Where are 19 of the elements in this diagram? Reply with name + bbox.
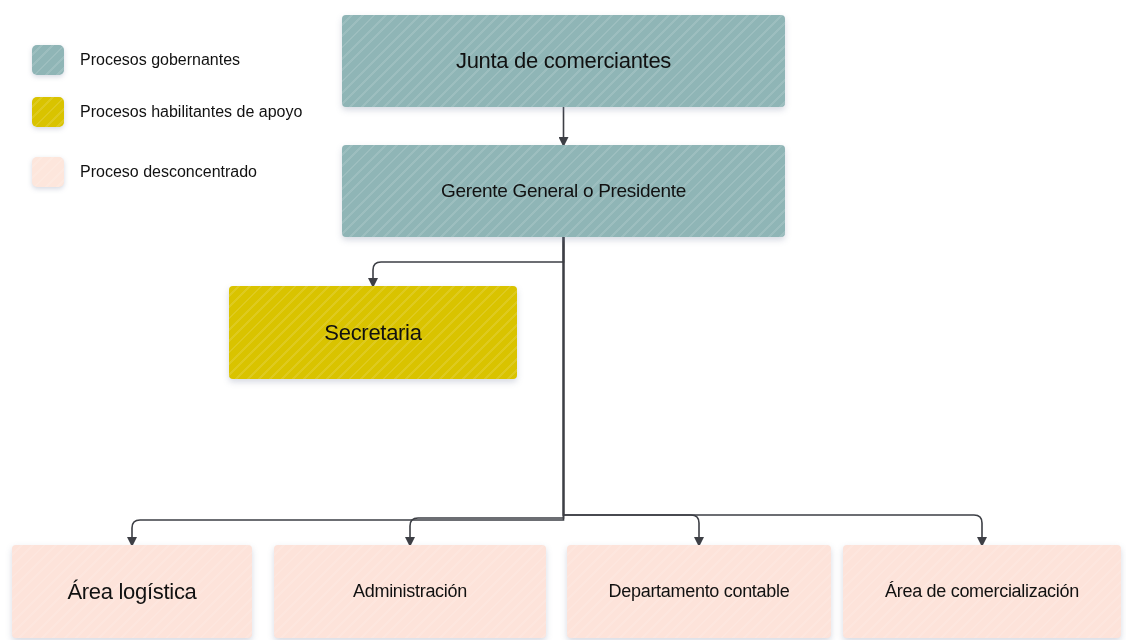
legend-label: Procesos habilitantes de apoyo [80, 103, 303, 121]
unit-name: Administración [353, 581, 467, 602]
unit-name: Junta de comerciantes [455, 48, 671, 74]
connector-arrow [558, 106, 569, 147]
org-unit-box [274, 545, 546, 638]
connector-arrow [562, 236, 987, 547]
org-unit-box [342, 15, 785, 107]
org-unit-box [567, 545, 831, 638]
org-unit-box [229, 286, 517, 379]
org-unit-box [342, 145, 785, 237]
org-unit-box [12, 545, 252, 638]
unit-name: Área de comercialización [885, 581, 1079, 602]
unit-name: Gerente General o Presidente [440, 180, 687, 202]
legend-label: Proceso desconcentrado [80, 163, 257, 181]
org-unit-box [843, 545, 1121, 638]
unit-name: Secretaria [324, 319, 422, 346]
unit-name: Área logística [67, 578, 197, 605]
unit-name: Departamento contable [608, 581, 790, 602]
legend-label: Procesos gobernantes [80, 51, 241, 69]
